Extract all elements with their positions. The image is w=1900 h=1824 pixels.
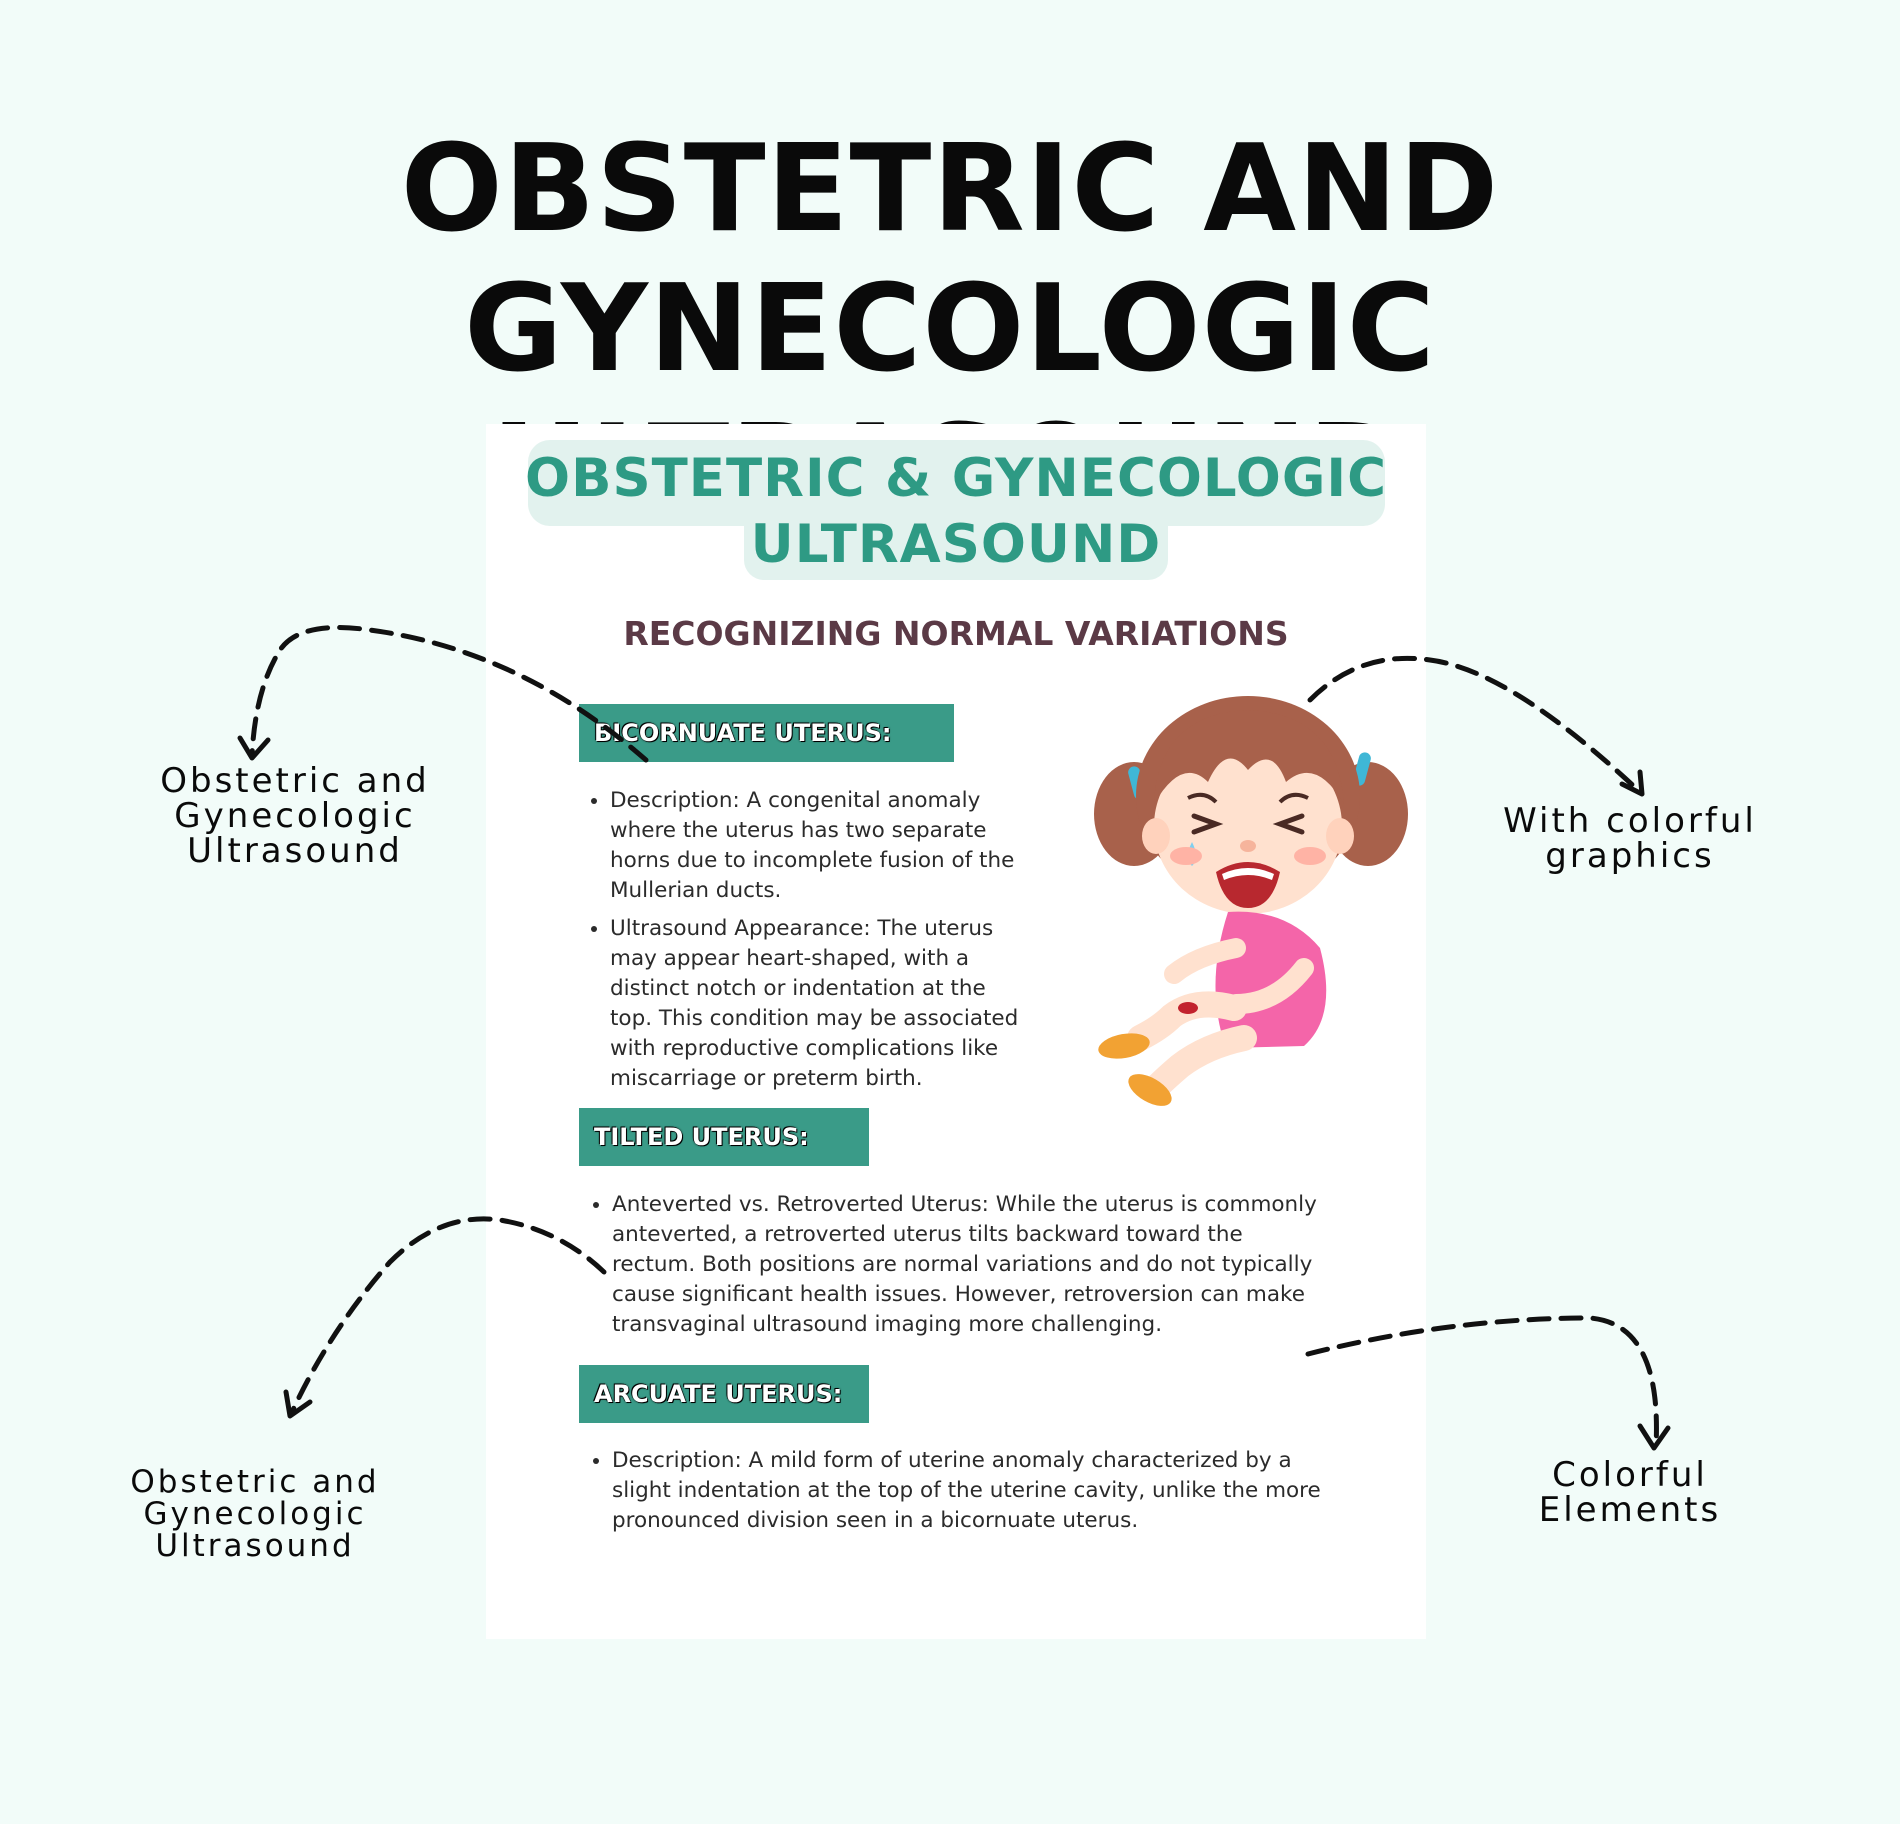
callout-line: With colorful [1503,801,1757,841]
callout-line: graphics [1545,836,1715,876]
document-subtitle: RECOGNIZING NORMAL VARIATIONS [623,614,1289,653]
section-heading-bicornuate: BICORNUATE UTERUS: [579,704,954,762]
list-item: Anteverted vs. Retroverted Uterus: While… [612,1190,1332,1340]
callout-bottom-right: Colorful Elements [1480,1458,1780,1528]
main-title-line-1: OBSTETRIC AND GYNECOLOGIC [400,120,1500,399]
section-heading-arcuate: ARCUATE UTERUS: [579,1365,869,1423]
callout-top-right: With colorful graphics [1460,804,1800,874]
section-heading-tilted: TILTED UTERUS: [579,1108,869,1166]
section-tilted-list: Anteverted vs. Retroverted Uterus: While… [586,1190,1332,1348]
title-highlight-box [528,440,1385,526]
callout-top-left: Obstetric and Gynecologic Ultrasound [120,764,470,869]
document-preview: OBSTETRIC & GYNECOLOGIC ULTRASOUND RECOG… [486,424,1426,1639]
crying-girl-illustration [1094,696,1408,1106]
callout-line: Ultrasound [187,831,403,871]
callout-line: Ultrasound [155,1528,355,1564]
arrowhead-icon [283,1389,313,1419]
callout-line: Obstetric and [130,1464,380,1500]
callout-line: Gynecologic [174,796,416,836]
list-item: Ultrasound Appearance: The uterus may ap… [610,914,1030,1094]
callout-line: Gynecologic [143,1496,367,1532]
list-item: Description: A mild form of uterine anom… [612,1446,1332,1536]
title-highlight-box-lower [744,514,1168,580]
document-title-line-2: ULTRASOUND [750,514,1162,575]
arrowhead-icon [237,735,271,761]
list-item: Description: A congenital anomaly where … [610,786,1030,906]
callout-line: Obstetric and [160,761,430,801]
callout-line: Colorful [1552,1455,1708,1495]
arrowhead-icon [1619,769,1645,797]
document-title-line-1: OBSTETRIC & GYNECOLOGIC [525,448,1387,509]
arrowhead-icon [1637,1423,1671,1451]
callout-line: Elements [1538,1490,1722,1530]
section-arcuate-list: Description: A mild form of uterine anom… [586,1446,1332,1544]
section-bicornuate-list: Description: A congenital anomaly where … [584,786,1030,1102]
callout-bottom-left: Obstetric and Gynecologic Ultrasound [90,1466,420,1562]
